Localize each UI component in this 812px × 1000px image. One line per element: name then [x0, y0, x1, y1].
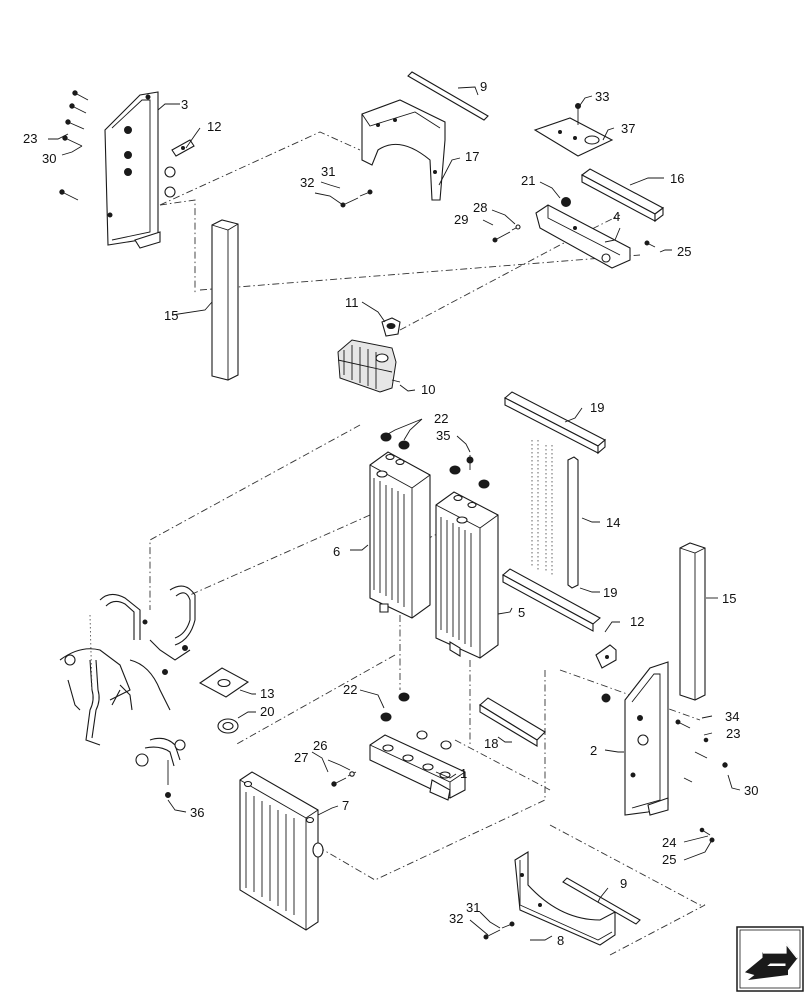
- part-3-bolts: [59, 90, 89, 201]
- callout-30-right: 30: [744, 783, 758, 798]
- callout-5: 5: [518, 605, 525, 620]
- callout-4: 4: [613, 209, 620, 224]
- callout-15-right: 15: [722, 591, 736, 606]
- part-19-seal-upper: [504, 391, 606, 455]
- callout-6: 6: [333, 544, 340, 559]
- callout-33: 33: [595, 89, 609, 104]
- callout-7: 7: [342, 798, 349, 813]
- part-12-clamp-upper: [171, 139, 195, 157]
- part-21-grommet: [561, 197, 571, 207]
- part-9-strip-lower: [562, 877, 641, 925]
- callout-12-lower: 12: [630, 614, 644, 629]
- callout-32-upper: 32: [300, 175, 314, 190]
- callout-22-lower: 22: [343, 682, 357, 697]
- callout-leaders: [48, 86, 741, 941]
- part-10-coolant-tank: [337, 339, 401, 393]
- callout-12-upper: 12: [207, 119, 221, 134]
- callout-18: 18: [484, 736, 498, 751]
- part-12-clamp-lower: [595, 644, 617, 669]
- bolts-26-27: [331, 771, 357, 787]
- callout-9-lower: 9: [620, 876, 627, 891]
- callout-1: 1: [460, 766, 467, 781]
- part-7-radiator: [239, 771, 324, 931]
- bolts-31-32-upper: [340, 189, 373, 208]
- bolts-right-bracket: [675, 719, 728, 783]
- callout-37: 37: [621, 121, 635, 136]
- callout-11: 11: [345, 295, 359, 310]
- callout-25-lower: 25: [662, 852, 676, 867]
- part-22-plugs-upper: [380, 432, 410, 450]
- callout-8: 8: [557, 933, 564, 948]
- part-14-seal-vertical: [531, 440, 579, 589]
- part-8-lower-bracket: [514, 851, 616, 946]
- part-19-seal-lower: [502, 568, 601, 632]
- next-page-button[interactable]: [736, 926, 804, 992]
- part-4-bracket-upper-right: [535, 204, 631, 269]
- part-16-foam-strip: [580, 168, 665, 223]
- part-3-left-bracket: [104, 91, 176, 249]
- callout-31-lower: 31: [466, 900, 480, 915]
- part-37-plate: [533, 117, 614, 157]
- callout-28: 28: [473, 200, 487, 215]
- callout-24: 24: [662, 835, 676, 850]
- callout-23-left: 23: [23, 131, 37, 146]
- callout-14: 14: [606, 515, 620, 530]
- callout-29: 29: [454, 212, 468, 227]
- part-25-bolt-upper: [644, 240, 656, 248]
- callout-35: 35: [436, 428, 450, 443]
- callout-25-upper: 25: [677, 244, 691, 259]
- callout-31-upper: 31: [321, 164, 335, 179]
- callout-21: 21: [521, 173, 535, 188]
- part-15-post-left: [211, 219, 239, 381]
- part-11-cap: [381, 317, 401, 337]
- bolts-28-29: [492, 224, 521, 243]
- bolts-31-32-lower: [483, 921, 515, 940]
- callout-22-upper: 22: [434, 411, 448, 426]
- callout-17: 17: [465, 149, 479, 164]
- callout-27: 27: [294, 750, 308, 765]
- callout-30-left: 30: [42, 151, 56, 166]
- part-5-cooler: [435, 465, 499, 659]
- next-page-arrow-icon: [744, 942, 798, 980]
- callout-34: 34: [725, 709, 739, 724]
- bolts-24-25: [699, 827, 715, 843]
- callout-36: 36: [190, 805, 204, 820]
- part-2-bracket-right: [601, 661, 669, 816]
- callout-20: 20: [260, 704, 274, 719]
- part-1-manifold: [369, 730, 466, 801]
- callout-9-upper: 9: [480, 79, 487, 94]
- callout-23-right: 23: [726, 726, 740, 741]
- callout-10: 10: [421, 382, 435, 397]
- part-22-plugs-lower: [380, 692, 410, 722]
- part-9-strip-upper: [407, 71, 489, 121]
- part-20-grommet: [217, 718, 239, 734]
- callout-2: 2: [590, 743, 597, 758]
- callout-32-lower: 32: [449, 911, 463, 926]
- callout-19-lower: 19: [603, 585, 617, 600]
- part-13-cover-plate: [198, 667, 250, 698]
- callout-13: 13: [260, 686, 274, 701]
- part-35-plug: [466, 455, 474, 470]
- callout-15-left: 15: [164, 308, 178, 323]
- part-15-post-right: [679, 542, 706, 701]
- callout-labels: 9 3 12 23 30 33 37 16 17 31 32 21 28 29 …: [23, 79, 758, 948]
- part-18-seal: [479, 697, 546, 747]
- part-6-cooler: [369, 451, 431, 619]
- part-33-bolt: [575, 103, 581, 125]
- part-17-shroud-bracket: [361, 99, 446, 201]
- hose-harness-assembly: [59, 585, 196, 798]
- callout-3: 3: [181, 97, 188, 112]
- callout-26: 26: [313, 738, 327, 753]
- callout-19-upper: 19: [590, 400, 604, 415]
- callout-16: 16: [670, 171, 684, 186]
